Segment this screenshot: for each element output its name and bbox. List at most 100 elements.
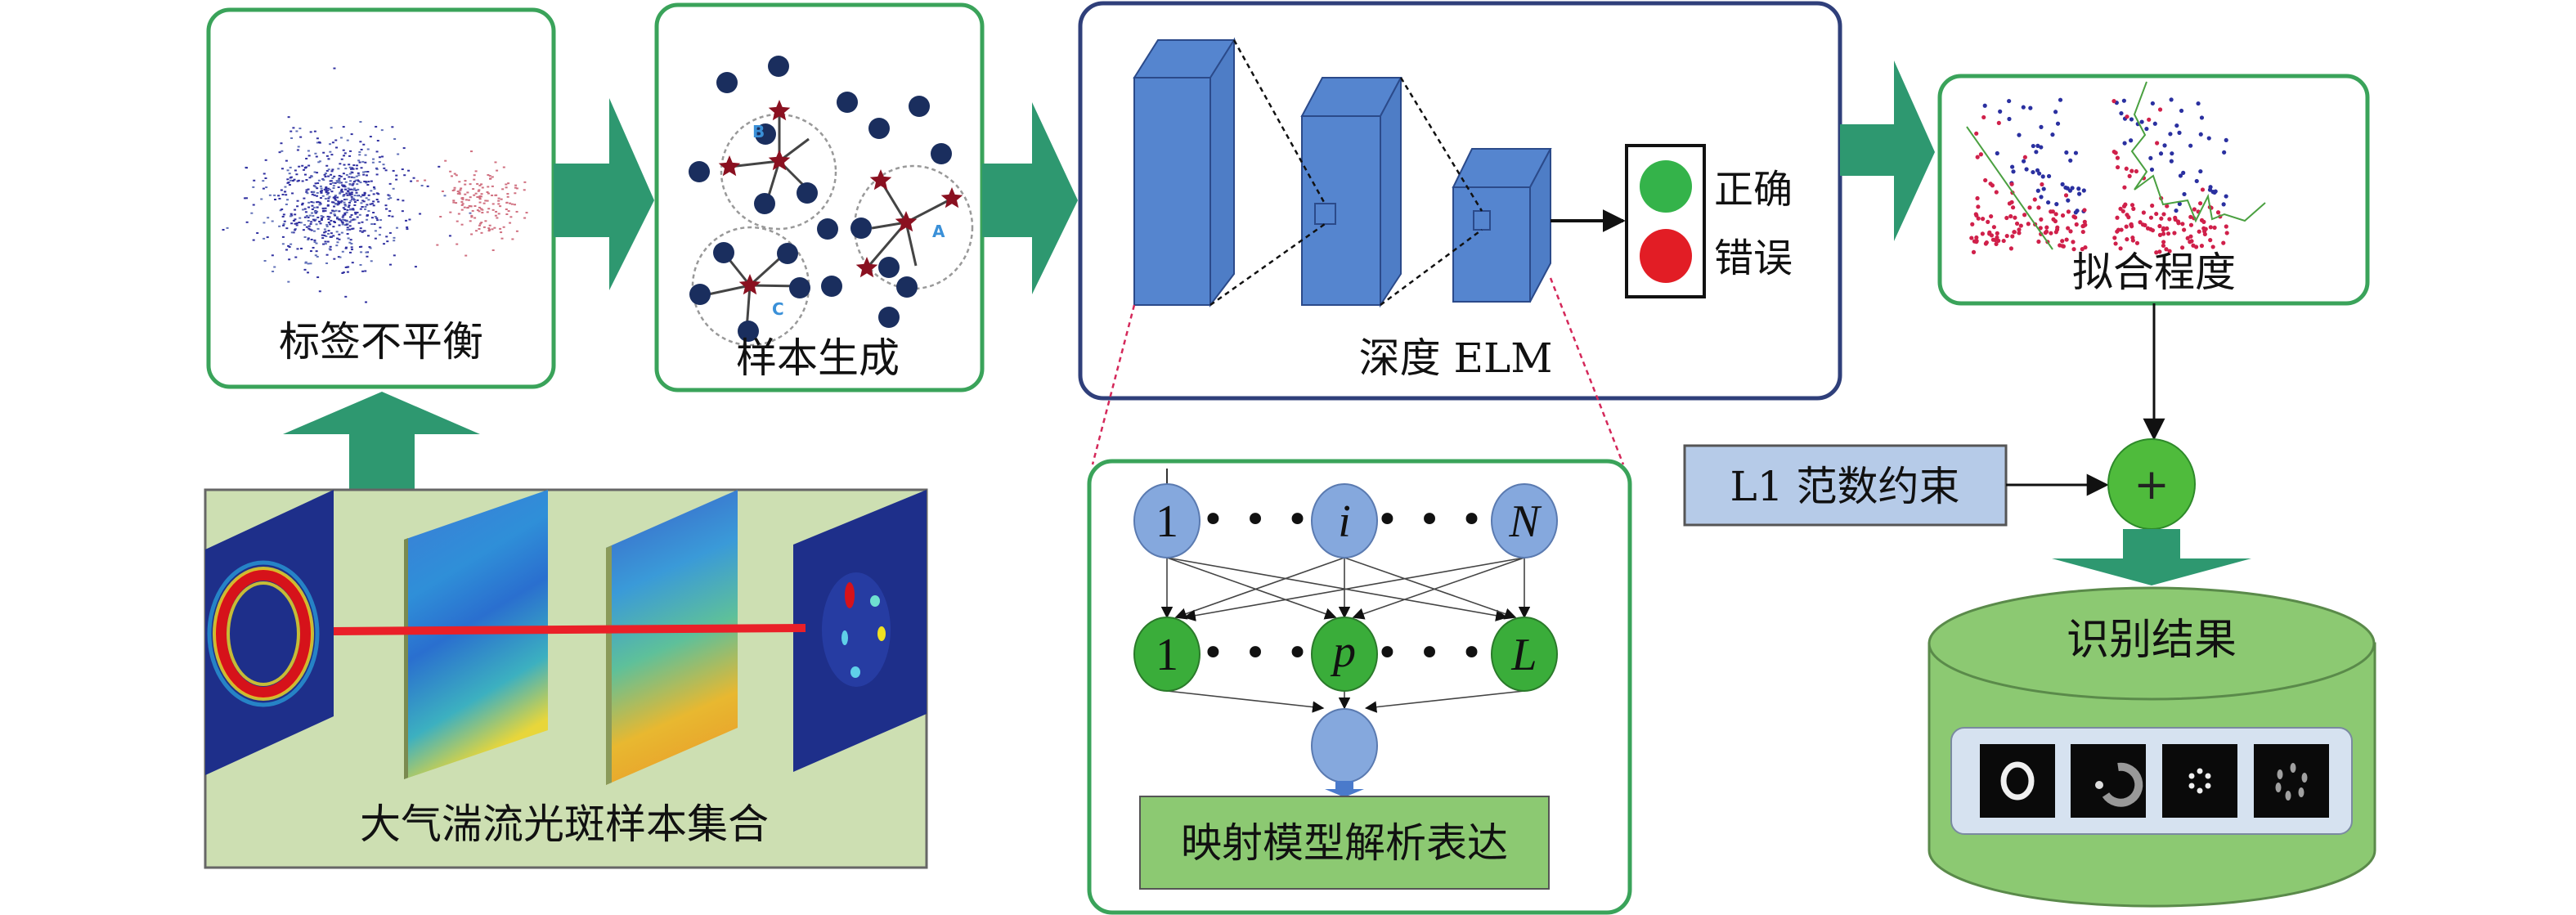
majority-point [301, 202, 304, 204]
majority-point [351, 198, 354, 200]
minority-point [487, 173, 490, 176]
majority-point [264, 159, 267, 161]
majority-point [305, 179, 308, 182]
majority-point [407, 169, 411, 172]
majority-point [331, 209, 334, 212]
l1-label: L1 范数约束 [1730, 463, 1960, 510]
input-hidden-edge [1344, 557, 1517, 620]
majority-point [348, 191, 351, 194]
class-b-point [1975, 155, 1980, 159]
majority-point [366, 214, 370, 217]
class-b-point [2129, 168, 2134, 173]
majority-point [315, 212, 318, 214]
class-b-point [2215, 210, 2221, 215]
class-a-point [2024, 167, 2029, 172]
class-b-point [2167, 249, 2172, 253]
class-b-point [2157, 249, 2162, 254]
majority-point [343, 155, 346, 157]
class-b-point [2074, 222, 2079, 227]
minority-point [464, 183, 467, 186]
majority-point [372, 200, 375, 203]
majority-point [326, 240, 330, 243]
majority-point [374, 230, 377, 232]
majority-point [310, 238, 313, 240]
deep-elm-label: 深度 ELM [1359, 334, 1553, 382]
majority-point [320, 219, 323, 222]
majority-point [414, 266, 417, 268]
minority-point [469, 183, 472, 186]
majority-point [348, 221, 352, 223]
majority-point [363, 191, 366, 194]
majority-point [309, 131, 312, 133]
class-a-point [2041, 186, 2046, 191]
majority-point [316, 255, 319, 258]
majority-point [335, 218, 339, 220]
fit-scatter [1966, 81, 2266, 255]
majority-point [353, 204, 357, 206]
majority-point [329, 183, 332, 186]
imbalance-label: 标签不平衡 [279, 318, 483, 366]
majority-point [338, 233, 341, 235]
link-line [865, 222, 908, 269]
majority-point [351, 184, 354, 186]
class-a-point [2196, 101, 2201, 106]
majority-point [337, 186, 340, 188]
majority-point [331, 177, 334, 179]
minority-point [455, 202, 458, 204]
majority-point [379, 219, 383, 222]
majority-point [373, 187, 376, 190]
majority-point [366, 184, 370, 186]
majority-point [348, 225, 352, 227]
majority-point [303, 208, 307, 210]
synthetic-sample-star-icon [768, 100, 791, 121]
minority-point [487, 208, 491, 210]
majority-point [303, 235, 307, 238]
majority-point [316, 137, 319, 140]
sample-dot [896, 276, 918, 298]
majority-point [365, 251, 368, 253]
majority-point [340, 221, 343, 223]
class-b-point [2224, 231, 2229, 235]
majority-point [341, 191, 344, 193]
class-a-point [2129, 138, 2134, 143]
majority-point [312, 215, 315, 218]
majority-point [375, 173, 379, 176]
majority-point [330, 232, 333, 235]
majority-point [361, 270, 365, 272]
minority-point [523, 189, 526, 191]
majority-point [303, 268, 307, 271]
majority-point [339, 137, 343, 139]
majority-point [280, 142, 283, 145]
majority-point [387, 198, 390, 200]
class-b-point [2224, 224, 2228, 229]
majority-point [370, 190, 373, 192]
class-a-point [2158, 151, 2164, 156]
majority-point [380, 129, 384, 132]
majority-point [308, 214, 312, 217]
minority-point [453, 173, 456, 175]
majority-point [302, 229, 305, 231]
majority-point [352, 208, 355, 210]
class-b-point [2053, 212, 2058, 217]
minority-point [464, 199, 468, 201]
majority-point [365, 197, 368, 200]
minority-point [509, 202, 512, 204]
majority-point [311, 212, 314, 214]
minority-point [460, 200, 464, 203]
cluster-label: A [932, 222, 945, 241]
majority-point [405, 219, 408, 222]
class-b-point [1976, 204, 1981, 209]
majority-point [326, 200, 330, 202]
majority-point [383, 167, 386, 169]
majority-point [245, 221, 249, 223]
minority-point [457, 213, 460, 215]
majority-point [307, 188, 310, 191]
majority-point [346, 190, 349, 192]
minority-point [469, 150, 473, 153]
majority-point [330, 219, 333, 222]
majority-point [368, 246, 371, 249]
majority-point [353, 201, 357, 204]
hidden-node-l [1491, 617, 1558, 692]
flow-arrow-2 [982, 102, 1078, 294]
class-a-point [2177, 201, 2182, 206]
